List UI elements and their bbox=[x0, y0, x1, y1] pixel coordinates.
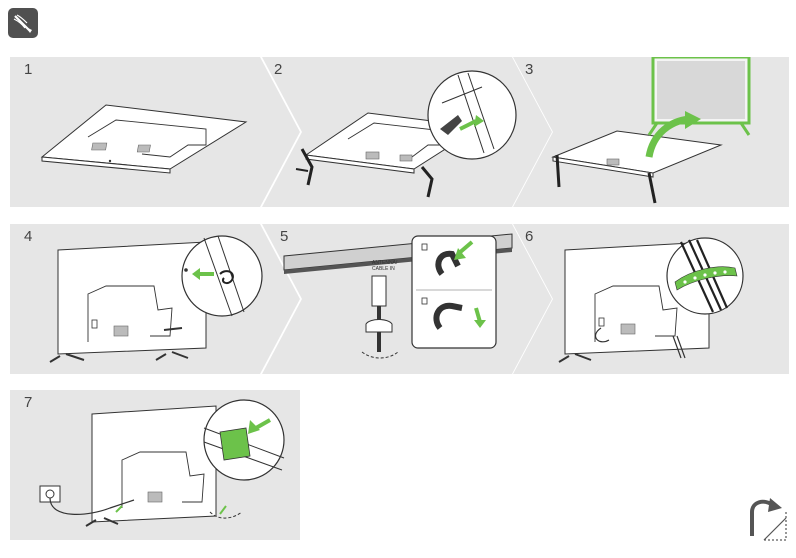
step-4-panel: 4 bbox=[10, 224, 300, 374]
power-cable-routing-illustration bbox=[39, 399, 285, 527]
step-number: 1 bbox=[24, 61, 33, 78]
step-5-panel: 5 ANTENNA/ CABLE IN bbox=[262, 224, 552, 374]
step-number: 6 bbox=[525, 228, 534, 245]
tv-lift-upright-illustration bbox=[551, 57, 751, 204]
cable-tie-icon bbox=[8, 8, 38, 38]
step-number: 2 bbox=[274, 61, 283, 78]
tv-face-down-illustration bbox=[40, 104, 248, 174]
step-2-panel: 2 bbox=[262, 57, 552, 207]
page-turn-icon bbox=[750, 498, 787, 541]
step-1-panel: 1 bbox=[10, 57, 300, 207]
antenna-label-line2: CABLE IN bbox=[372, 266, 395, 272]
stand-attach-illustration bbox=[295, 70, 517, 198]
antenna-cable-clip-illustration: ANTENNA/ CABLE IN bbox=[283, 233, 513, 359]
cable-holder-insert-illustration bbox=[49, 235, 263, 363]
step-number: 4 bbox=[24, 228, 33, 245]
antenna-label-line1: ANTENNA/ bbox=[372, 260, 398, 266]
step-number: 7 bbox=[24, 394, 33, 411]
step-7-panel: 7 bbox=[10, 390, 300, 540]
step-number: 3 bbox=[525, 61, 534, 78]
step-6-panel: 6 bbox=[513, 224, 789, 374]
step-3-panel: 3 bbox=[513, 57, 789, 207]
cable-bundle-illustration bbox=[558, 237, 744, 363]
step-number: 5 bbox=[280, 228, 289, 245]
